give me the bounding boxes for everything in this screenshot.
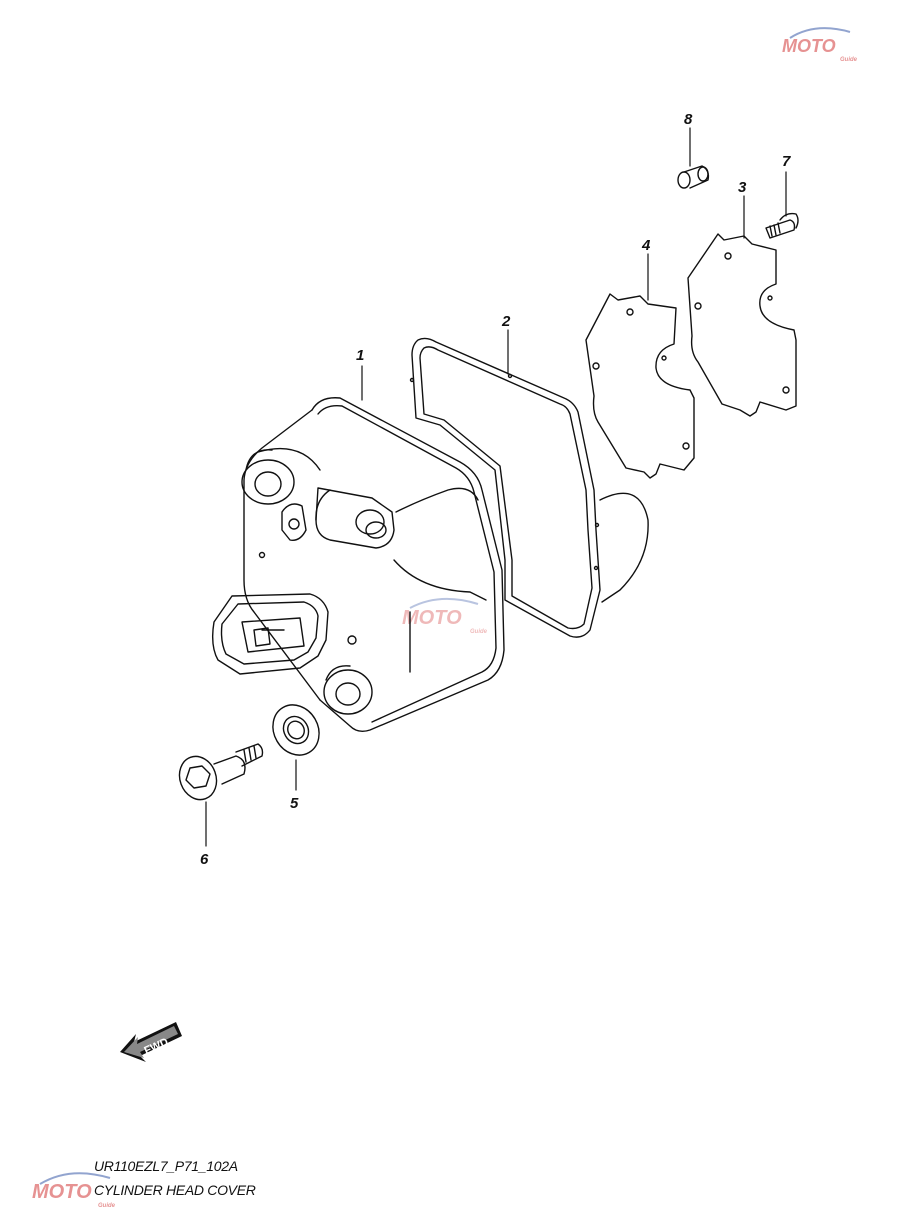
callout-7: 7 — [782, 153, 791, 170]
watermark-logo-bottom: MOTO Guide — [32, 1172, 116, 1209]
callout-1: 1 — [356, 347, 364, 364]
watermark-logo-center: MOTO Guide — [402, 597, 488, 635]
fwd-arrow-icon: FWD — [120, 1022, 182, 1062]
callout-8: 8 — [684, 111, 693, 128]
part-6-bolt — [178, 743, 264, 801]
part-8-dowel-pin — [677, 165, 710, 189]
svg-text:MOTO: MOTO — [32, 1181, 92, 1203]
callouts: 1 2 3 4 5 6 7 8 — [200, 111, 791, 868]
svg-text:MOTO: MOTO — [402, 607, 462, 629]
callout-6: 6 — [200, 851, 209, 868]
watermark-logo-top: MOTO Guide — [782, 27, 858, 63]
diagram-title: CYLINDER HEAD COVER — [94, 1182, 256, 1198]
part-4-plate — [585, 293, 695, 479]
diagram-code: UR110EZL7_P71_102A — [94, 1158, 238, 1174]
callout-4: 4 — [641, 237, 651, 254]
part-5-washer — [272, 704, 320, 756]
part-2-gasket — [409, 337, 649, 638]
svg-text:Guide: Guide — [470, 629, 488, 635]
callout-5: 5 — [290, 795, 299, 812]
callout-3: 3 — [738, 179, 747, 196]
part-7-small-bolt — [765, 212, 799, 239]
part-3-plate — [687, 233, 797, 417]
part-1-cylinder-head-cover — [211, 397, 505, 733]
svg-text:Guide: Guide — [98, 1203, 116, 1209]
svg-text:MOTO: MOTO — [782, 36, 836, 56]
leader-lines — [205, 127, 787, 847]
svg-text:Guide: Guide — [840, 57, 858, 63]
callout-2: 2 — [501, 313, 511, 330]
